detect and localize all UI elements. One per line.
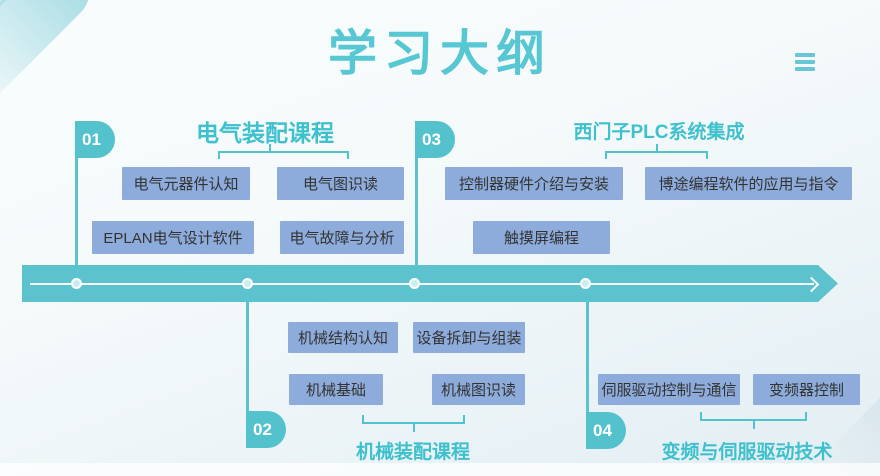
course-item: 变频器控制: [753, 374, 860, 405]
section-heading-mechanical: 机械装配课程: [355, 442, 470, 463]
timeline-arrow: [22, 265, 838, 302]
milestone-badge-02: 02: [246, 411, 286, 448]
section-heading-electrical: 电气装配课程: [196, 120, 334, 146]
milestone-badge-04: 04: [586, 412, 626, 449]
milestone-badge-01: 01: [75, 121, 115, 158]
hamburger-bar: [795, 67, 815, 71]
timeline-connector-02: [246, 301, 249, 448]
timeline-connector-01: [75, 121, 78, 266]
timeline-dot-04: [580, 278, 591, 289]
course-item: 设备拆卸与组装: [413, 322, 525, 353]
hamburger-menu-icon[interactable]: [795, 53, 815, 74]
timeline-connector-04: [586, 301, 589, 449]
section-heading-plc: 西门子PLC系统集成: [573, 122, 745, 143]
hamburger-bar: [795, 53, 815, 57]
section-heading-drive: 变频与伺服驱动技术: [661, 442, 833, 463]
course-item: 博途编程软件的应用与指令: [645, 167, 852, 200]
course-item: 伺服驱动控制与通信: [598, 374, 740, 405]
course-item: 电气故障与分析: [280, 221, 404, 254]
timeline-dot-01: [71, 278, 82, 289]
arrowhead-icon: [803, 276, 820, 292]
milestone-badge-03: 03: [415, 121, 455, 158]
bracket-connector-02: [362, 415, 465, 424]
bracket-connector-03: [605, 151, 708, 159]
course-item: 控制器硬件介绍与安装: [445, 167, 623, 200]
timeline-white-line: [30, 282, 814, 285]
timeline-dot-02: [242, 278, 253, 289]
course-item: 电气元器件认知: [122, 167, 250, 200]
timeline-connector-03: [415, 121, 418, 266]
page-title: 学习大纲: [327, 27, 552, 81]
course-item: 电气图识读: [277, 167, 404, 200]
course-item: EPLAN电气设计软件: [92, 221, 254, 254]
course-item: 机械结构认知: [288, 322, 398, 353]
bracket-connector-04: [700, 412, 807, 421]
course-item: 触摸屏编程: [473, 221, 610, 254]
hamburger-bar: [795, 60, 815, 64]
timeline-dot-03: [409, 278, 420, 289]
course-item: 机械图识读: [432, 374, 525, 405]
course-item: 机械基础: [289, 374, 383, 405]
bottom-strip-decoration: [0, 463, 880, 476]
bracket-connector-01: [218, 151, 349, 159]
